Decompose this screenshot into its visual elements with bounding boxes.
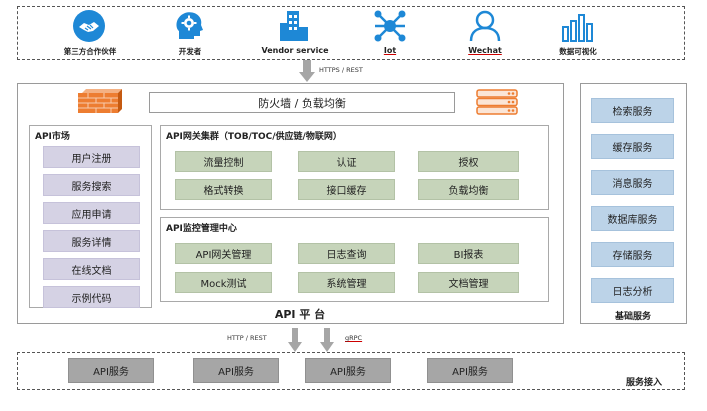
market-item[interactable]: 应用申请: [43, 202, 140, 224]
market-item[interactable]: 示例代码: [43, 286, 140, 308]
protocol-label: HTTPS / REST: [319, 66, 363, 74]
base-service-item[interactable]: 消息服务: [591, 170, 674, 195]
monitor-center-panel: API监控管理中心 API网关管理 日志查询 BI报表 Mock测试 系统管理 …: [160, 217, 549, 302]
gateway-item-label: 负载均衡: [448, 186, 489, 197]
api-service-box[interactable]: API服务: [68, 358, 154, 383]
handshake-icon: [73, 10, 105, 42]
market-item-label: 服务详情: [71, 237, 112, 249]
client-data-visualization: 数据可视化: [548, 9, 608, 59]
market-item-label: 应用申请: [71, 209, 112, 221]
base-services-title: 基础服务: [614, 312, 651, 322]
client-iot: Iot: [365, 9, 415, 59]
base-service-item[interactable]: 日志分析: [591, 278, 674, 303]
gateway-item[interactable]: 格式转换: [175, 179, 272, 200]
firewall-icon: [78, 89, 122, 113]
base-service-item[interactable]: 数据库服务: [591, 206, 674, 231]
api-service-label: API服务: [93, 367, 129, 378]
gateway-item[interactable]: 接口缓存: [298, 179, 395, 200]
market-item[interactable]: 服务搜索: [43, 174, 140, 196]
client-label: Vendor service: [261, 46, 329, 55]
market-item[interactable]: 在线文档: [43, 258, 140, 280]
gateway-item-label: 格式转换: [203, 186, 244, 197]
firewall-label: 防火墙 / 负载均衡: [258, 96, 346, 110]
service-access-panel: [17, 352, 685, 390]
monitor-item-label: 日志查询: [326, 250, 367, 261]
arrow-down-icon: [299, 60, 315, 82]
bar-chart-icon: [562, 14, 593, 42]
monitor-item-label: 系统管理: [326, 279, 367, 290]
client-partner: 第三方合作伙伴: [60, 9, 120, 59]
gateway-item[interactable]: 认证: [298, 151, 395, 172]
base-service-label: 日志分析: [612, 287, 653, 298]
api-service-label: API服务: [218, 367, 254, 378]
api-market-panel: API市场 用户注册 服务搜索 应用申请 服务详情 在线文档 示例代码: [29, 125, 152, 308]
api-service-box[interactable]: API服务: [305, 358, 391, 383]
base-services-panel: 检索服务 缓存服务 消息服务 数据库服务 存储服务 日志分析 基础服务: [580, 83, 687, 324]
api-service-box[interactable]: API服务: [193, 358, 279, 383]
base-service-item[interactable]: 存储服务: [591, 242, 674, 267]
gateway-item-label: 认证: [336, 158, 357, 169]
protocol-label: HTTP / REST: [227, 334, 267, 342]
arrow-down-icon: [288, 328, 302, 352]
server-rack-icon: [476, 89, 518, 115]
monitor-item[interactable]: API网关管理: [175, 243, 272, 264]
base-service-label: 存储服务: [612, 251, 653, 262]
arrow-down-icon: [320, 328, 334, 352]
api-service-label: API服务: [452, 367, 488, 378]
base-service-label: 检索服务: [612, 107, 653, 118]
gateway-item[interactable]: 负载均衡: [418, 179, 519, 200]
gateway-item-label: 流量控制: [203, 158, 244, 169]
monitor-item-label: Mock测试: [200, 279, 247, 290]
market-item-label: 示例代码: [71, 293, 112, 305]
monitor-item[interactable]: 日志查询: [298, 243, 395, 264]
user-icon: [469, 10, 501, 42]
gateway-item-label: 接口缓存: [326, 186, 367, 197]
api-platform-label: API 平 台: [274, 308, 326, 321]
base-service-item[interactable]: 缓存服务: [591, 134, 674, 159]
monitor-item-label: API网关管理: [195, 250, 252, 261]
api-service-box[interactable]: API服务: [427, 358, 513, 383]
gateway-item[interactable]: 授权: [418, 151, 519, 172]
monitor-item-label: 文档管理: [448, 279, 489, 290]
firewall-bar: 防火墙 / 负载均衡: [149, 92, 455, 113]
gateway-item-label: 授权: [458, 158, 479, 169]
protocol-label: gRPC: [345, 334, 363, 342]
network-nodes-icon: [374, 10, 406, 42]
monitor-item[interactable]: Mock测试: [175, 272, 272, 293]
client-label: Wechat: [468, 46, 502, 55]
market-item[interactable]: 服务详情: [43, 230, 140, 252]
base-service-label: 数据库服务: [607, 215, 658, 226]
building-icon: [280, 11, 308, 41]
base-service-item[interactable]: 检索服务: [591, 98, 674, 123]
client-label: 数据可视化: [559, 47, 597, 56]
monitor-item[interactable]: BI报表: [418, 243, 519, 264]
monitor-item[interactable]: 系统管理: [298, 272, 395, 293]
gateway-title: API网关集群（TOB/TOC/供应链/物联网）: [166, 132, 342, 142]
developer-head-gear-icon: [176, 12, 203, 40]
base-service-label: 消息服务: [612, 179, 653, 190]
market-item[interactable]: 用户注册: [43, 146, 140, 168]
clients-panel: [17, 6, 685, 60]
client-label: 开发者: [178, 47, 202, 56]
client-developer: 开发者: [165, 9, 215, 59]
monitor-item-label: BI报表: [453, 250, 484, 261]
market-item-label: 服务搜索: [71, 181, 112, 193]
client-label: Iot: [383, 46, 397, 55]
gateway-cluster-panel: API网关集群（TOB/TOC/供应链/物联网） 流量控制 认证 授权 格式转换…: [160, 125, 549, 210]
api-market-title: API市场: [35, 132, 70, 142]
monitor-title: API监控管理中心: [166, 224, 237, 234]
market-item-label: 在线文档: [71, 265, 112, 277]
base-service-label: 缓存服务: [612, 143, 653, 154]
api-platform-panel: [17, 83, 564, 324]
monitor-item[interactable]: 文档管理: [418, 272, 519, 293]
gateway-item[interactable]: 流量控制: [175, 151, 272, 172]
service-access-label: 服务接入: [626, 378, 663, 388]
market-item-label: 用户注册: [71, 153, 112, 165]
client-label: 第三方合作伙伴: [63, 47, 117, 56]
client-wechat: Wechat: [455, 9, 515, 59]
api-service-label: API服务: [330, 367, 366, 378]
client-vendor-service: Vendor service: [260, 9, 330, 59]
